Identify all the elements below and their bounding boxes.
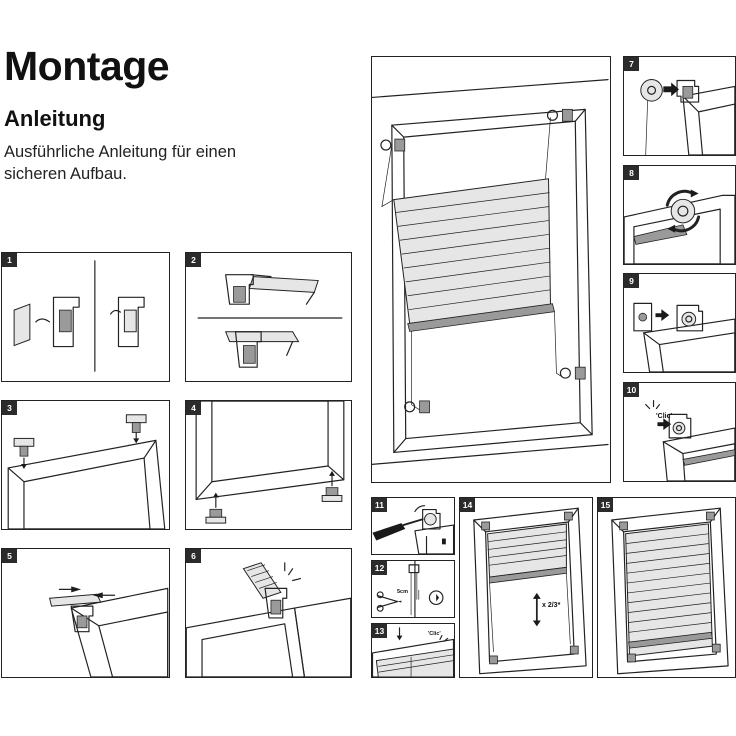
step-4-drawing: [195, 401, 345, 524]
overview-illustration: [371, 56, 611, 483]
step-6-drawing: [186, 562, 351, 677]
step-number: 6: [186, 549, 201, 563]
step-number: 12: [372, 561, 387, 575]
step-number: 8: [624, 166, 639, 180]
page-description: Ausführliche Anleitung für einen sichere…: [4, 143, 237, 183]
step-number: 13: [372, 624, 387, 638]
step-10-click-label: 'Clic': [656, 413, 673, 420]
step-9-panel: 9: [623, 273, 736, 373]
step-number: 1: [2, 253, 17, 267]
page-title: Montage: [4, 43, 170, 89]
step-number: 14: [460, 498, 475, 512]
step-11-panel: 11: [371, 497, 455, 555]
step-2-drawing: [197, 274, 343, 368]
step-7-drawing: [640, 79, 735, 155]
step-8-panel: 8: [623, 165, 736, 265]
step-number: 2: [186, 253, 201, 267]
step-15-panel: 15: [597, 497, 736, 678]
step-14-drawing: [473, 507, 587, 675]
step-number: 11: [372, 498, 387, 512]
step-14-adjust-label: x 2/3*: [542, 602, 561, 609]
step-number: 3: [2, 401, 17, 415]
step-number: 15: [598, 498, 613, 512]
step-8-drawing: [624, 189, 735, 264]
step-13-click-label: 'Clic': [428, 631, 441, 637]
step-number: 7: [624, 57, 639, 71]
step-number: 9: [624, 274, 639, 288]
step-2-panel: 2: [185, 252, 352, 382]
overview-drawing: [372, 79, 609, 465]
step-1-drawing: [13, 260, 145, 372]
step-5-panel: 5: [1, 548, 170, 678]
step-11-drawing: [372, 505, 454, 554]
step-number: 4: [186, 401, 201, 415]
step-9-drawing: [633, 302, 735, 372]
step-12-measure-label: 5cm: [397, 589, 409, 595]
step-5-drawing: [48, 586, 169, 677]
step-1-panel: 1: [1, 252, 170, 382]
step-13-drawing: [372, 627, 454, 677]
pleated-blind: [393, 178, 555, 332]
step-10-drawing: [645, 400, 735, 481]
step-3-drawing: [7, 414, 166, 529]
step-3-panel: 3: [1, 400, 170, 530]
step-4-panel: 4: [185, 400, 352, 530]
step-number: 10: [624, 383, 639, 397]
step-10-panel: 10 'Clic': [623, 382, 736, 482]
step-14-panel: 14 x 2/3*: [459, 497, 593, 678]
page-subtitle: Anleitung: [4, 106, 106, 131]
step-6-panel: 6: [185, 548, 352, 678]
step-7-panel: 7: [623, 56, 736, 156]
step-13-panel: 13 'Clic': [371, 623, 455, 678]
step-15-drawing: [611, 507, 729, 675]
step-12-drawing: [376, 561, 444, 617]
step-number: 5: [2, 549, 17, 563]
step-12-panel: 12 5cm: [371, 560, 455, 618]
